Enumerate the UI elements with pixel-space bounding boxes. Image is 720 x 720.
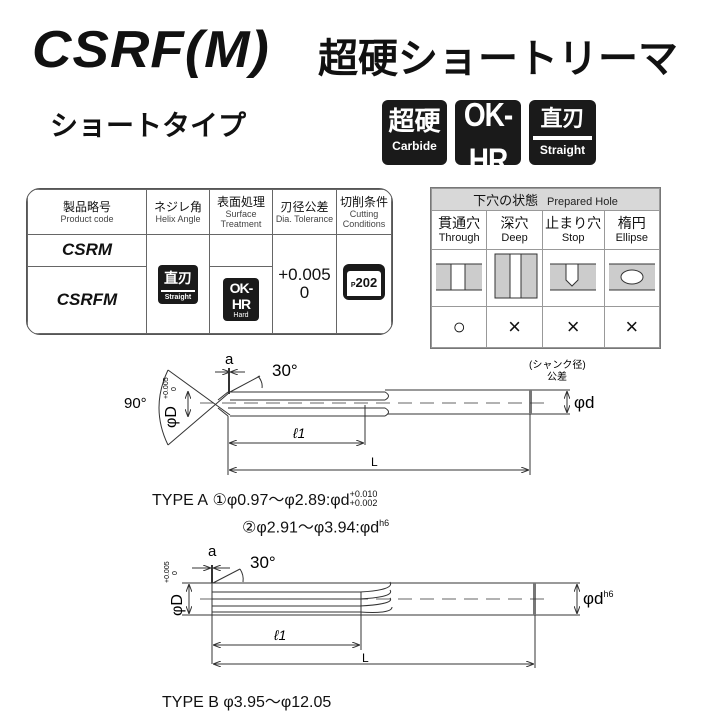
type-a-label: TYPE A: [152, 492, 209, 509]
L-label-b: L: [362, 651, 369, 665]
subtitle: ショートタイプ: [50, 109, 247, 142]
carbide-icon: 超硬: [388, 107, 441, 137]
phiD-label: φD: [163, 406, 180, 428]
angle-30-label: 30°: [272, 361, 298, 380]
phid-label: φd: [574, 393, 594, 412]
type-b-spec: TYPE B φ3.95～φ12.05: [162, 688, 331, 712]
ok-hr-icon: OK-HR Hard: [223, 277, 259, 321]
straight-icon: 直刃 Straight: [158, 264, 198, 304]
shank-note-1: (シャンク径): [529, 358, 586, 371]
ellipse-compatibility: ×: [603, 306, 661, 348]
stop-compatibility: ×: [541, 306, 605, 348]
stop-hole-icon: [541, 249, 605, 308]
ellipse-hole-icon: [603, 249, 661, 308]
table-row: CSRFM OK-HR Hard: [27, 265, 392, 334]
prepared-hole-title: 下穴の状態 Prepared Hole: [431, 187, 660, 212]
badge-label: Carbide: [392, 139, 437, 153]
ok-hr-icon: OK-HR: [463, 96, 513, 179]
dim-a-label-b: a: [208, 543, 217, 560]
type-b-label: TYPE B: [162, 694, 219, 711]
l1-label-b: ℓ1: [273, 627, 286, 643]
phiD-tol-lower-b: 0: [172, 571, 179, 575]
phiD-label-b: φD: [169, 594, 186, 616]
dim-a-label: a: [225, 351, 234, 368]
angle-90-label: 90°: [124, 395, 147, 412]
straight-badge: 直刃 Straight: [529, 100, 596, 165]
phiD-tol-lower: 0: [171, 387, 178, 391]
tolerance-cell: +0.005 0: [272, 234, 337, 334]
product-code-csrm: CSRM: [27, 234, 147, 267]
surface-cell: OK-HR Hard: [209, 265, 273, 334]
l1-label: ℓ1: [292, 425, 305, 441]
angle-30-label-b: 30°: [250, 553, 276, 572]
table-row: CSRM 直刃 Straight +0.005 0 P202: [27, 234, 392, 334]
L-label: L: [371, 455, 378, 469]
product-code-csrfm: CSRFM: [27, 265, 147, 334]
straight-icon: 直刃: [540, 107, 585, 132]
through-compatibility: ○: [430, 306, 488, 348]
deep-hole-icon: [486, 249, 543, 308]
badge-label: Straight: [539, 143, 586, 157]
phiD-tol-upper: +0.005: [163, 377, 170, 399]
product-code-title: CSRF(M): [32, 21, 270, 79]
product-name-jp: 超硬ショートリーマ: [318, 36, 678, 82]
deep-compatibility: ×: [486, 306, 543, 348]
through-hole-icon: [430, 249, 488, 308]
shank-note-2: 公差: [547, 370, 567, 383]
phiD-tol-upper-b: +0.005: [164, 561, 171, 583]
carbide-badge: 超硬 Carbide: [382, 100, 447, 165]
cutting-conditions-cell[interactable]: P202: [336, 234, 392, 334]
type-b-drawing: [182, 565, 580, 668]
surface-empty-cell: [209, 234, 273, 267]
type-a-drawing: [158, 368, 570, 475]
phid-label-b: φdh6: [583, 589, 614, 608]
type-a-spec: TYPE A ①φ0.97～φ2.89:φd+0.010+0.002 ②φ2.9…: [152, 489, 390, 537]
type-b-range: φ3.95～φ12.05: [223, 694, 332, 711]
helix-cell: 直刃 Straight: [146, 234, 210, 334]
book-page-icon[interactable]: P202: [343, 263, 385, 300]
ok-hr-badge: OK-HR Hard: [455, 96, 521, 191]
